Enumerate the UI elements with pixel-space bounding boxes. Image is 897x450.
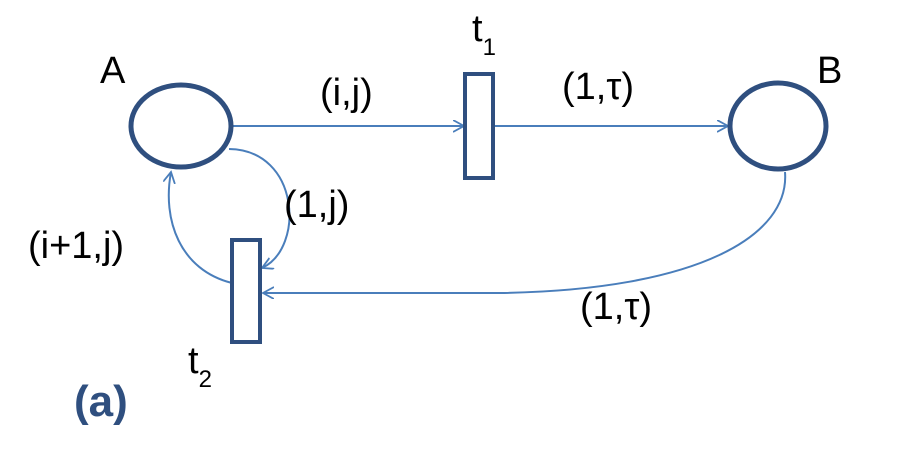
transition-t2: [230, 238, 262, 344]
transition-t2-subscript: 2: [198, 366, 212, 393]
transition-t2-letter: t: [188, 340, 199, 382]
transition-t1-letter: t: [472, 8, 483, 50]
transition-t1-label: t1: [472, 8, 496, 60]
panel-label: (a): [74, 377, 128, 426]
place-a-label: A: [100, 50, 126, 92]
place-a: [128, 82, 234, 170]
arc-t2-to-a: [169, 172, 233, 284]
transition-t1: [463, 72, 495, 180]
arc-b-to-t2-label: (1,τ): [580, 286, 653, 328]
arc-a-to-t2-label: (1,j): [284, 184, 350, 226]
arc-t2-to-a-label: (i+1,j): [28, 225, 125, 267]
arc-a-to-t1-label: (i,j): [320, 72, 373, 114]
arc-t1-to-b-label: (1,τ): [562, 66, 635, 108]
transition-t2-label: t2: [188, 340, 212, 392]
place-b-label: B: [817, 50, 843, 92]
place-b: [727, 80, 829, 172]
arc-a-to-t2: [228, 148, 291, 268]
arc-b-to-t2: [263, 171, 787, 293]
transition-t1-subscript: 1: [482, 34, 496, 61]
